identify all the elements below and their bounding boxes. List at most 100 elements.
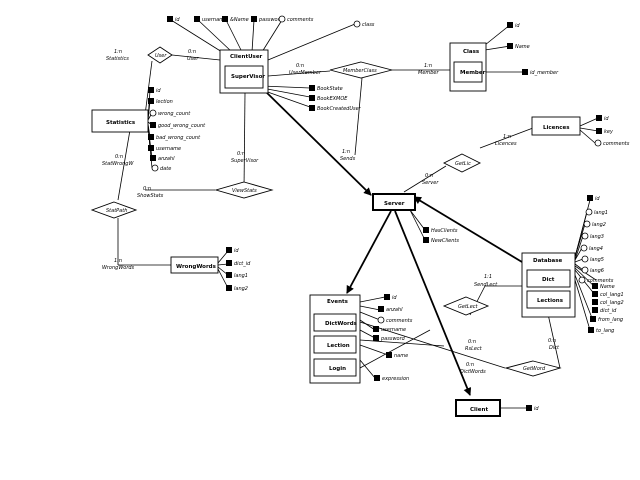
key-marker [378,306,384,312]
entity-client[interactable]: Client [455,399,501,417]
key-marker [222,16,228,22]
cardinality-label: 1:n [342,149,350,155]
attribute-label: col_lang1 [600,292,624,298]
relationship-user[interactable]: User [147,46,173,64]
attribute-label: lang6 [590,268,604,274]
attribute-label: lang1 [594,210,608,216]
attribute-label: id [175,17,180,23]
cardinality-label: 0:n [115,154,123,160]
key-marker [251,16,257,22]
optional-marker [580,244,588,252]
optional-marker [581,266,589,274]
attribute-label: date [160,166,171,172]
key-marker [374,375,380,381]
attribute-label: Name [600,284,615,290]
attribute-label: lang2 [592,222,606,228]
key-marker [150,155,156,161]
key-marker [148,145,154,151]
attribute-label: comments [287,17,314,23]
attribute-label: comments [587,278,614,284]
relationship-viewstats[interactable]: ViewStats [214,181,274,199]
key-marker [592,283,598,289]
attribute-label: id [534,406,539,412]
cardinality-label: Licences [495,141,517,147]
attribute-label: lang5 [590,257,604,263]
key-marker [226,260,232,266]
entity-clientuser[interactable]: ClientUser SuperVisor [219,49,269,94]
cardinalities: 1:n Statistics 0:n User 1:n Member 0:n U… [102,49,560,375]
entity-events[interactable]: Events DictWords Lection Login [309,294,361,384]
cardinality-label: 0:n [237,151,245,157]
attribute-label: expression [382,376,409,382]
attribute-label: dict_id [234,261,251,267]
cardinality-label: DictWords [460,369,486,375]
relationship-memberclass[interactable]: MemberClass [329,61,393,79]
attribute-label: lang3 [590,234,604,240]
attribute-label: &Name [230,17,249,23]
relationship-getword[interactable]: GetWord [504,360,562,377]
entity-label: Lection [327,343,350,349]
cardinality-label: Member [418,70,440,76]
entity-wrongwords[interactable]: WrongWords [170,256,219,274]
entity-database[interactable]: Database Dict Lections [521,252,576,318]
attributes: id username &Name password comments clas… [148,15,630,412]
relationship-statpath[interactable]: StatPath [90,201,138,219]
entity-label: DictWords [325,321,358,327]
attribute-label: key [604,129,614,135]
key-marker [148,134,154,140]
attribute-label: NewClients [431,238,459,244]
relationship-getlic[interactable]: GetLic [442,153,482,173]
cardinality-label: User [187,56,199,62]
attribute-label: lang1 [234,273,248,279]
relationship-label: ViewStats [232,188,257,194]
key-marker [226,272,232,278]
attribute-label: BookCreatedUser [317,106,362,112]
cardinality-label: 0:n [548,338,556,344]
cardinality-label: 0:n [466,362,474,368]
key-marker [596,115,602,121]
entity-label: Login [329,366,346,372]
key-marker [384,294,390,300]
cardinality-label: 1:n [424,63,432,69]
attribute-label: id [604,116,609,122]
optional-marker [581,255,589,263]
cardinality-label: StatWrongW [102,161,134,167]
optional-marker [151,164,159,172]
relationship-label: MemberClass [343,68,377,74]
cardinality-label: 0:n [468,339,476,345]
cardinality-label: RsLect [465,346,483,352]
cardinality-label: 1:n [503,134,511,140]
key-marker [526,405,532,411]
entity-statistics[interactable]: Statistics [91,109,149,133]
relationship-label: GetLic [455,161,471,167]
attribute-label: id [156,88,161,94]
cardinality-label: 0:n [188,49,196,55]
attribute-label: id_member [530,70,559,76]
cardinality-label: 1:n [114,258,122,264]
entity-label: Client [470,407,488,413]
attribute-label: dict_id [600,308,617,314]
relationship-getlect[interactable]: GetLect [442,296,490,316]
entity-label: Lections [537,298,564,304]
entity-label: SuperVisor [231,74,265,80]
cardinality-label: Dict [549,345,560,351]
attribute-label: lang2 [234,286,248,292]
cardinality-label: 0:n [425,173,433,179]
key-marker [148,87,154,93]
key-marker [309,95,315,101]
cardinality-label: WrongWords [102,265,135,271]
attribute-label: comments [603,141,630,147]
optional-marker [594,139,602,147]
optional-marker [581,232,589,240]
optional-marker [353,20,361,28]
attribute-label: lection [156,99,173,105]
relationship-label: User [155,53,167,59]
attribute-label: Name [515,44,530,50]
entity-class[interactable]: Class Member [449,42,487,92]
optional-marker [585,208,593,216]
entity-server[interactable]: Server [372,193,416,211]
key-marker [592,307,598,313]
entity-licences[interactable]: Licences [531,116,581,136]
cardinality-label: ShowStats [137,193,164,199]
